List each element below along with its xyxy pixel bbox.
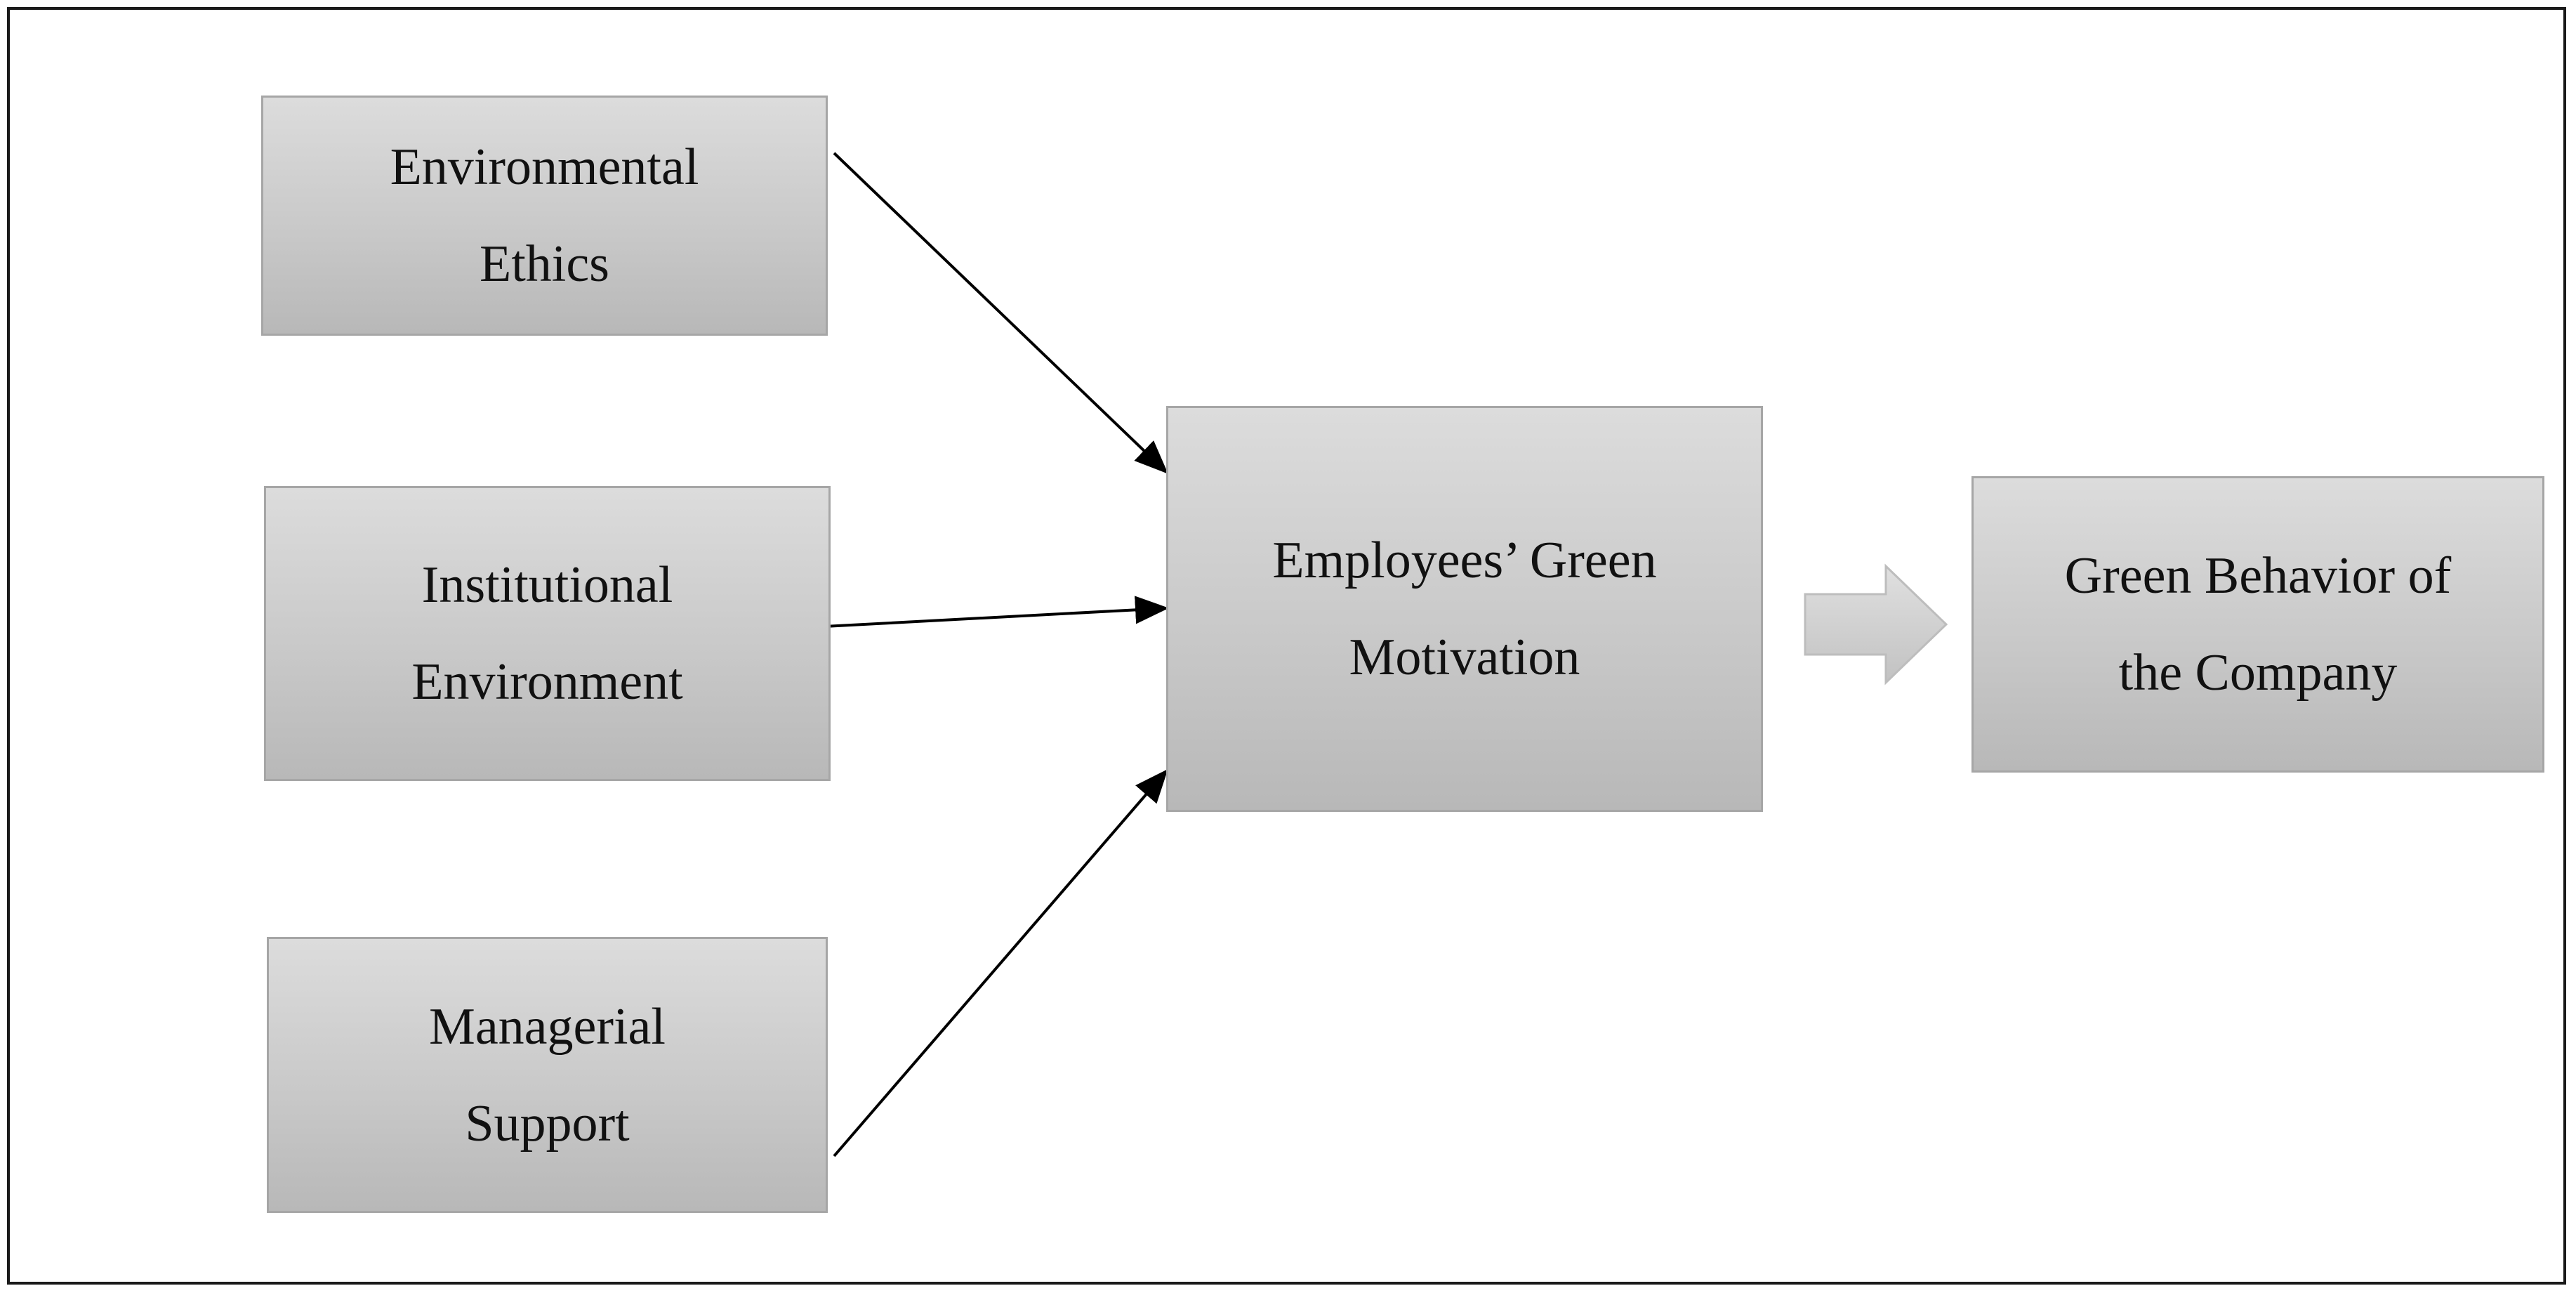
- node-green-behavior-line2: the Company: [2118, 644, 2398, 702]
- node-employees-green-motivation-line1: Employees’ Green: [1272, 532, 1657, 589]
- arrow-managerial-to-motivation: [833, 768, 1168, 1157]
- node-environmental-ethics-line2: Ethics: [480, 235, 609, 293]
- block-arrow-motivation-to-behavior: [1804, 563, 1948, 685]
- node-employees-green-motivation: Employees’ Green Motivation: [1166, 406, 1763, 812]
- node-institutional-environment: Institutional Environment: [264, 486, 831, 781]
- arrow-institutional-to-motivation: [824, 596, 1169, 628]
- node-managerial-support-line1: Managerial: [429, 997, 666, 1056]
- node-institutional-environment-line2: Environment: [411, 653, 683, 711]
- arrow-ethics-to-motivation: [833, 152, 1168, 474]
- node-managerial-support: Managerial Support: [267, 937, 828, 1213]
- node-environmental-ethics: Environmental Ethics: [261, 96, 828, 336]
- node-institutional-environment-line1: Institutional: [421, 556, 673, 614]
- node-environmental-ethics-line1: Environmental: [390, 138, 699, 196]
- node-managerial-support-line2: Support: [465, 1094, 630, 1153]
- node-green-behavior-of-company: Green Behavior of the Company: [1971, 476, 2544, 773]
- node-employees-green-motivation-line2: Motivation: [1349, 629, 1580, 686]
- node-green-behavior-line1: Green Behavior of: [2064, 547, 2452, 605]
